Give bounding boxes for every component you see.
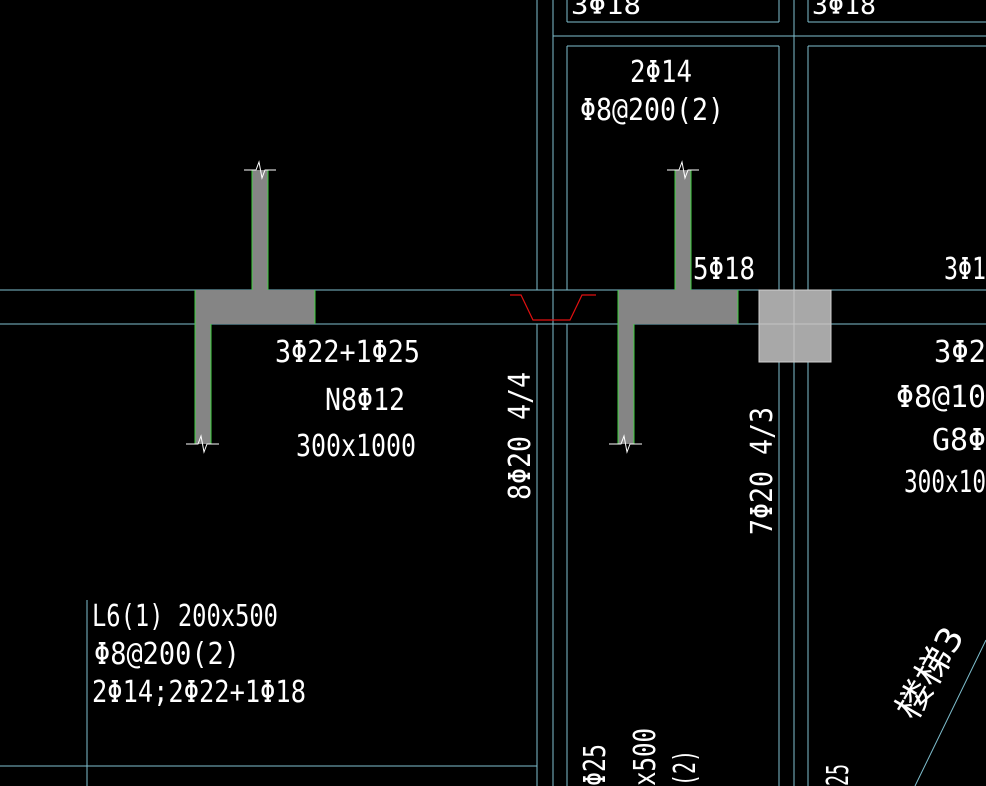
left-section-stem-top [252, 170, 268, 290]
label-right-beam-main: 3Φ2 [934, 335, 986, 370]
label-left-beam-main: 3Φ22+1Φ25 [275, 335, 420, 370]
label-right-edge-rebar: 3Φ1 [944, 252, 986, 287]
label-right-beam-side: G8Φ [932, 423, 986, 458]
label-vertical-left: 8Φ20 4/4 [503, 372, 538, 500]
column-fill [758, 289, 832, 363]
label-l6-line3: 2Φ14;2Φ22+1Φ18 [92, 675, 306, 710]
red-break-mark [510, 294, 596, 321]
label-right-beam-stirrup: Φ8@10 [896, 380, 986, 415]
right-section [609, 160, 739, 454]
label-box-rebar: 2Φ14 [630, 55, 692, 90]
break-symbol-bottom-left [186, 434, 219, 454]
label-left-beam-size: 300x1000 [296, 429, 416, 464]
break-symbol-top-right [667, 160, 699, 180]
left-section-stem-bottom [195, 324, 211, 444]
label-left-beam-side: N8Φ12 [325, 383, 405, 418]
stair-diagonal [914, 639, 986, 786]
break-symbol-top-left [244, 160, 276, 180]
right-section-stem-bottom [618, 324, 634, 444]
label-right-beam-size: 300x10 [904, 465, 986, 500]
left-section [186, 160, 316, 454]
label-vertical-right: 7Φ20 4/3 [745, 407, 780, 535]
break-symbol-bottom-right [609, 434, 642, 454]
right-section-stem-top [675, 170, 691, 290]
label-top-right-cut: 3Φ18 [812, 0, 876, 21]
column-square [758, 289, 832, 363]
label-box-stirrup: Φ8@200(2) [580, 93, 724, 128]
label-bottom-cut-b: x500 [628, 728, 663, 786]
label-l6-line2: Φ8@200(2) [94, 637, 240, 672]
label-bottom-cut-d: 25 [821, 764, 856, 786]
label-top-left-cut: 3Φ18 [571, 0, 641, 21]
left-section-flange [195, 290, 315, 324]
label-bottom-cut-c: (2) [668, 750, 703, 786]
label-l6-line1: L6(1) 200x500 [92, 599, 278, 634]
right-section-flange [618, 290, 738, 324]
label-bottom-cut-a: Φ25 [578, 744, 613, 786]
label-right-section-rebar: 5Φ18 [693, 252, 755, 287]
